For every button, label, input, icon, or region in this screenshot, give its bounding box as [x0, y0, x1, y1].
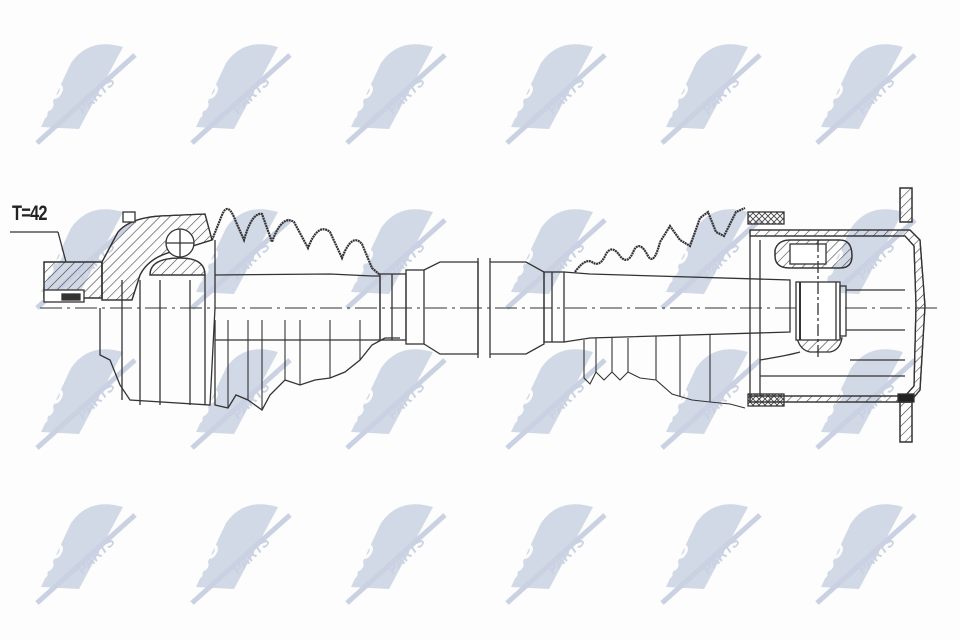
outer-boot: [210, 207, 400, 411]
inner-boot: [574, 206, 746, 273]
shaft: [214, 258, 791, 358]
dimension-leader: [10, 231, 67, 263]
outer-cv-joint: [43, 211, 216, 406]
inner-tripod-joint: [747, 187, 926, 443]
dimension-label: T=42: [12, 202, 47, 225]
